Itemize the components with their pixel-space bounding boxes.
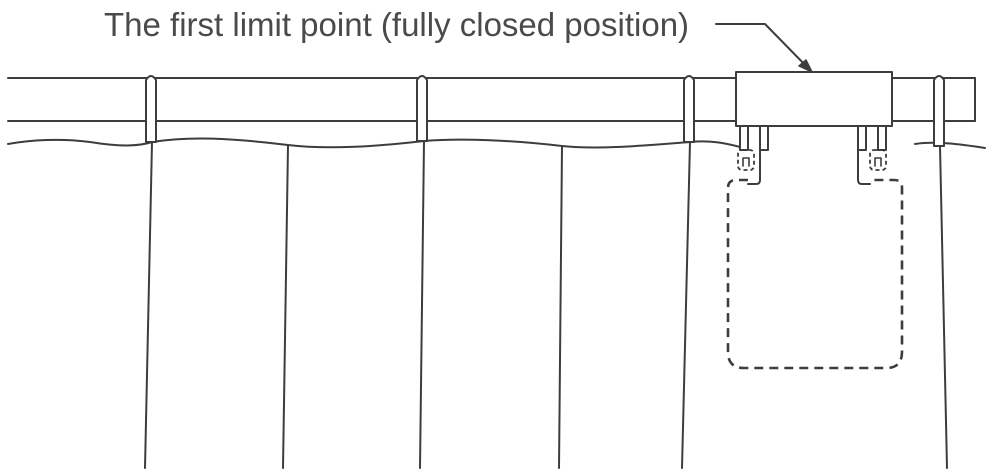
runner-right	[857, 125, 887, 185]
closed-position-outline	[726, 178, 904, 370]
curtain-hook-2	[416, 75, 428, 142]
curtain-hook-4	[933, 75, 945, 147]
limit-point-label: The first limit point (fully closed posi…	[104, 6, 689, 43]
runner-left	[737, 125, 769, 185]
curtain-hook-1	[145, 75, 157, 143]
curtain-motor	[735, 71, 893, 127]
curtain-hook-3	[683, 75, 695, 143]
curtain-pleats	[144, 140, 948, 469]
leader-arrow	[715, 23, 813, 73]
curtain-top-edge	[7, 137, 986, 149]
